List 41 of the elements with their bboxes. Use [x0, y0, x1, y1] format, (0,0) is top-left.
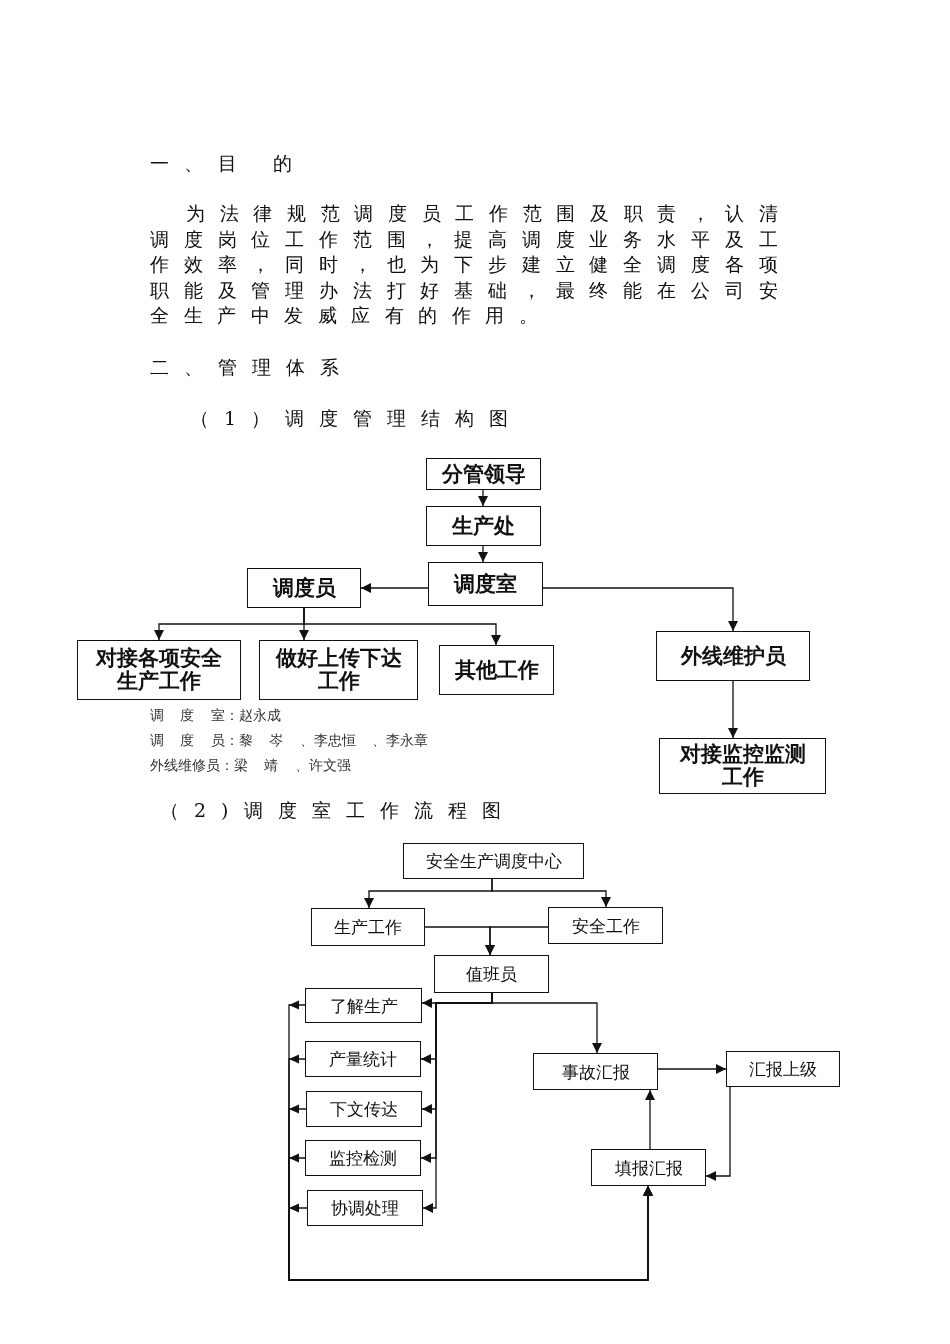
chart-heading: （2)调度室工作流程图: [160, 798, 516, 823]
arrow: [478, 489, 488, 507]
process-box: 安全生产调度中心: [403, 843, 584, 879]
process-box: 了解生产: [305, 988, 422, 1023]
section-heading: 二、管理体系: [150, 355, 354, 380]
arrow: [491, 992, 602, 1054]
process-box: 做好上传下达工作: [259, 640, 418, 700]
arrow: [705, 1086, 731, 1181]
process-box: 填报汇报: [591, 1149, 706, 1186]
process-box: 调度员: [247, 568, 361, 608]
process-box: 对接各项安全生产工作: [77, 640, 241, 700]
process-box: 生产处: [426, 506, 541, 546]
process-box: 调度室: [428, 562, 543, 606]
staff-list-line: 调 度 员：黎 岑 、李忠恒 、李永章: [150, 731, 429, 749]
process-box: 对接监控监测工作: [659, 738, 826, 794]
arrow: [542, 587, 738, 632]
process-box: 监控检测: [305, 1140, 421, 1176]
paragraph: 为法律规范调度员工作范围及职责，认清调度岗位工作范围，提高调度业务水平及工作效率，同时，也为下步建立健全调度各项职能及管理办法打好基础，最终能在公司安全生产中发威应有的作用。: [150, 201, 792, 328]
process-box: 值班员: [434, 955, 549, 993]
arrow: [303, 607, 501, 646]
arrow: [728, 680, 738, 739]
staff-list-line: 调 度 室：赵永成: [150, 706, 281, 724]
process-box: 事故汇报: [533, 1053, 658, 1090]
section-heading: 一、目 的: [150, 151, 308, 176]
arrow: [491, 878, 611, 908]
arrow: [485, 926, 549, 956]
arrow: [478, 545, 488, 563]
process-box: 安全工作: [548, 907, 663, 944]
process-box: 下文传达: [306, 1091, 422, 1127]
process-box: 汇报上级: [726, 1051, 840, 1087]
process-box: 产量统计: [305, 1041, 421, 1077]
chart-heading: （1）调度管理结构图: [190, 406, 524, 431]
process-box: 协调处理: [307, 1190, 423, 1226]
process-box: 生产工作: [311, 908, 425, 946]
process-box: 分管领导: [426, 458, 541, 490]
arrow: [360, 583, 429, 593]
staff-list-line: 外线维修员：梁 靖 、许文强: [150, 756, 351, 774]
process-box: 其他工作: [439, 645, 554, 695]
arrow: [645, 1089, 655, 1150]
process-box: 外线维护员: [656, 631, 810, 681]
arrow: [657, 1064, 727, 1074]
